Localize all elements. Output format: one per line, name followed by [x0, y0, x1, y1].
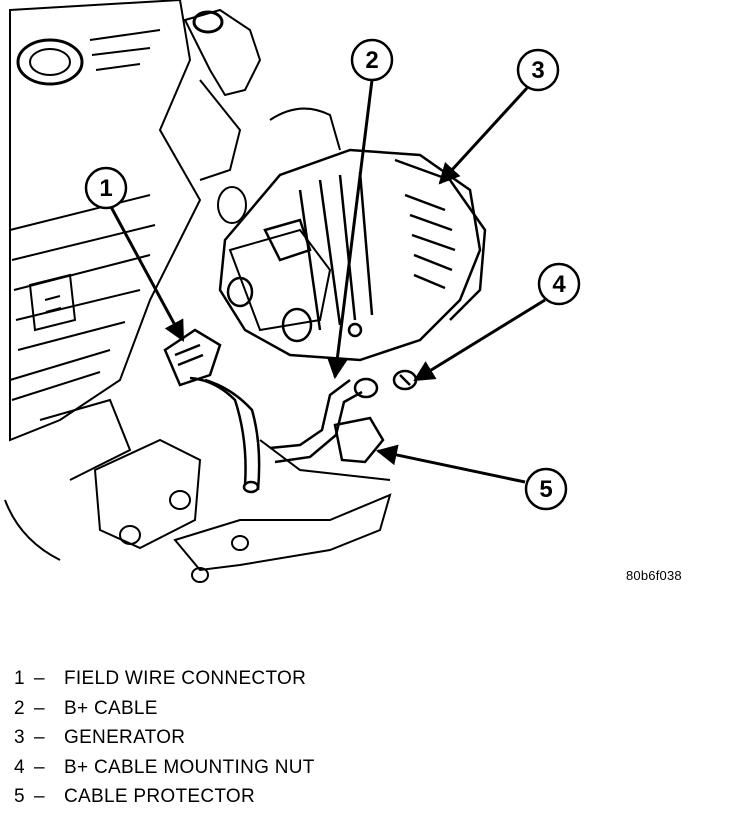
b-plus-cable — [269, 369, 418, 464]
callout-number: 3 — [531, 57, 544, 84]
callout-5: 5 — [524, 467, 568, 511]
field-wire-connector — [163, 328, 261, 494]
upper-pipes — [183, 8, 341, 224]
legend-label: B+ CABLE MOUNTING NUT — [64, 756, 315, 778]
callout-number: 4 — [552, 271, 566, 298]
legend-item: 2 – B+ CABLE — [14, 698, 714, 728]
legend-separator: – — [34, 756, 45, 778]
leader-line-5 — [375, 444, 526, 484]
callout-1: 1 — [84, 166, 128, 210]
leader-line-4 — [413, 298, 546, 382]
generator-body — [218, 148, 487, 362]
legend-label: GENERATOR — [64, 727, 186, 748]
legend-item: 5 – CABLE PROTECTOR — [14, 786, 714, 816]
figure-code: 80b6f038 — [626, 568, 682, 583]
legend-number: 4 — [14, 756, 25, 778]
callout-number: 1 — [99, 175, 112, 202]
legend-label: B+ CABLE — [64, 697, 158, 719]
legend-label: CABLE PROTECTOR — [64, 786, 256, 807]
generator-illustration: 1 2 3 4 5 — [4, 0, 581, 583]
callout-number: 2 — [365, 47, 378, 74]
legend-item: 4 – B+ CABLE MOUNTING NUT — [14, 757, 714, 787]
callout-4: 4 — [537, 262, 581, 306]
lower-bracket — [93, 438, 392, 583]
leader-line-2 — [326, 79, 374, 380]
legend-number: 1 — [14, 668, 25, 689]
legend-number: 2 — [14, 697, 25, 719]
callout-3: 3 — [516, 48, 560, 92]
legend-item: 1 – FIELD WIRE CONNECTOR — [14, 668, 714, 698]
legend-separator: – — [34, 727, 45, 748]
callout-2: 2 — [350, 38, 394, 82]
leader-lines — [108, 79, 546, 484]
engine-block — [4, 0, 202, 561]
legend-label: FIELD WIRE CONNECTOR — [64, 668, 307, 689]
legend-separator: – — [34, 697, 45, 719]
legend: 1 – FIELD WIRE CONNECTOR 2 – B+ CABLE 3 … — [14, 668, 714, 816]
legend-number: 3 — [14, 727, 25, 748]
legend-item: 3 – GENERATOR — [14, 727, 714, 757]
callout-number: 5 — [539, 476, 552, 503]
legend-number: 5 — [14, 786, 25, 807]
leader-line-3 — [438, 86, 529, 185]
legend-separator: – — [34, 786, 45, 807]
legend-separator: – — [34, 668, 45, 689]
leader-line-1 — [108, 204, 185, 342]
